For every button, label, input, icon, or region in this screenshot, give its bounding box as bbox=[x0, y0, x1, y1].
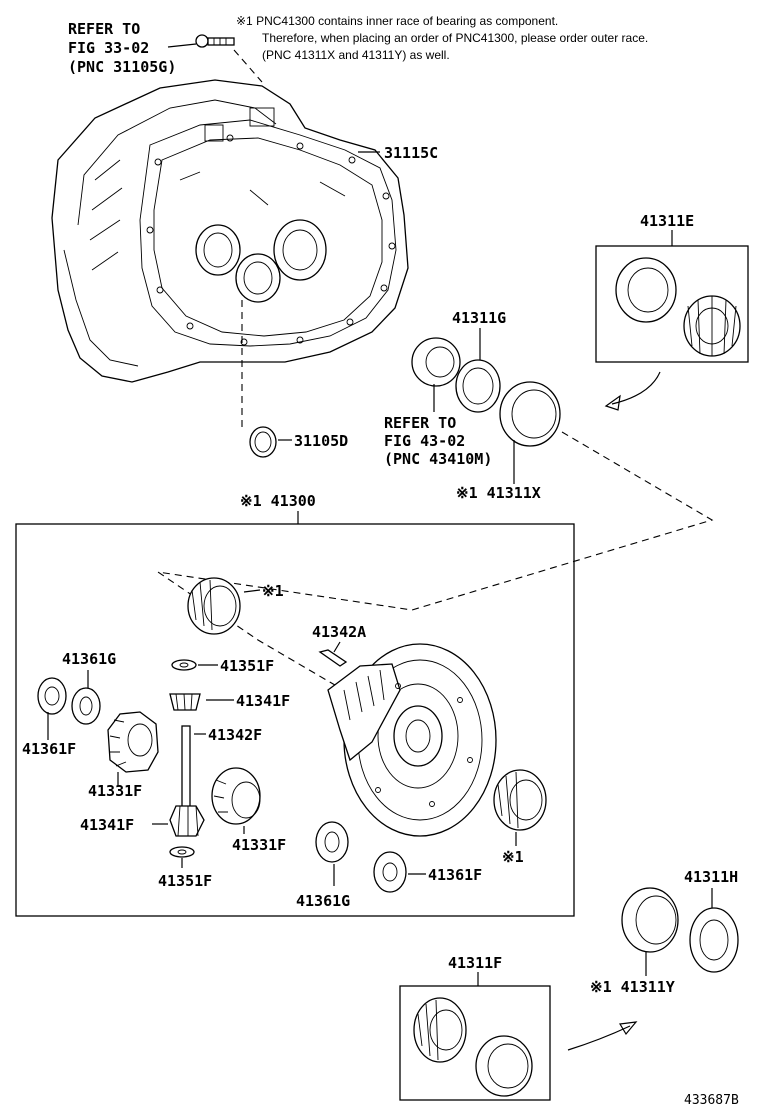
pinion-gear-41341f-bottom[interactable]: 41341F bbox=[80, 805, 205, 837]
label-41331f-right: 41331F bbox=[232, 836, 286, 854]
label-41341f-bottom: 41341F bbox=[80, 816, 134, 834]
side-gear-41331f-right[interactable]: 41331F bbox=[211, 767, 286, 854]
pin-41342a[interactable]: 41342A bbox=[312, 623, 366, 667]
washer-41351f-top[interactable]: 41351F bbox=[171, 657, 274, 675]
transaxle-case-31115c[interactable]: 31115C bbox=[51, 79, 438, 383]
differential-case-ring-gear[interactable] bbox=[327, 643, 497, 837]
assembly-dash-line bbox=[157, 431, 714, 689]
label-41311h: 41311H bbox=[684, 868, 738, 886]
bearing-inner-race-upper[interactable]: ※1 bbox=[187, 577, 284, 635]
label-41311e: 41311E bbox=[640, 212, 694, 230]
ref-43-line-2: FIG 43-02 bbox=[384, 432, 465, 450]
label-41361g-bottom: 41361G bbox=[296, 892, 350, 910]
ref-33-line-3: (PNC 31105G) bbox=[68, 58, 176, 76]
washer-41361g-bottom[interactable]: 41361G bbox=[296, 821, 350, 910]
ref-43-line-1: REFER TO bbox=[384, 414, 456, 432]
bearing-outer-race-41311y[interactable]: ※1 41311Y bbox=[590, 887, 679, 996]
washer-41351f-bottom[interactable]: 41351F bbox=[158, 846, 212, 890]
ref-33-line-1: REFER TO bbox=[68, 20, 140, 38]
arrow-41311f bbox=[567, 1025, 631, 1051]
thrust-washer-41361f-right[interactable]: 41361F bbox=[373, 851, 482, 893]
footnote-line-3: (PNC 41311X and 41311Y) as well. bbox=[262, 48, 450, 62]
bearing-inner-race-lower[interactable]: ※1 bbox=[493, 769, 547, 866]
footnote-line-2: Therefore, when placing an order of PNC4… bbox=[262, 31, 648, 45]
thrust-washer-41361f-left[interactable]: 41361F bbox=[22, 677, 76, 758]
pinion-gear-41341f-top[interactable]: 41341F bbox=[169, 692, 290, 711]
label-41311x: ※1 41311X bbox=[456, 484, 541, 502]
label-41361g-top: 41361G bbox=[62, 650, 116, 668]
mark-lower: ※1 bbox=[502, 848, 524, 866]
label-41311g: 41311G bbox=[452, 309, 506, 327]
mark-upper: ※1 bbox=[262, 582, 284, 600]
label-41311y: ※1 41311Y bbox=[590, 978, 675, 996]
bolt-31105g[interactable] bbox=[195, 34, 263, 83]
side-gear-41331f-left[interactable]: 41331F bbox=[88, 711, 159, 800]
bearing-outer-race-41311x[interactable]: ※1 41311X bbox=[456, 381, 561, 502]
shim-41311h[interactable]: 41311H bbox=[684, 868, 739, 973]
label-41361f-left: 41361F bbox=[22, 740, 76, 758]
oil-seal-41311g[interactable]: 41311G bbox=[411, 309, 506, 413]
label-31105d: 31105D bbox=[294, 432, 348, 450]
label-41351f-bottom: 41351F bbox=[158, 872, 212, 890]
label-41351f-top: 41351F bbox=[220, 657, 274, 675]
footnote-line-1: ※1 PNC41300 contains inner race of beari… bbox=[236, 14, 558, 28]
label-41361f-right: 41361F bbox=[428, 866, 482, 884]
reference-fig-33-02[interactable]: REFER TO FIG 33-02 (PNC 31105G) bbox=[68, 20, 197, 76]
arrow-41311e bbox=[611, 371, 661, 405]
label-31115c: 31115C bbox=[384, 144, 438, 162]
footnote: ※1 PNC41300 contains inner race of beari… bbox=[236, 14, 648, 62]
label-41300: ※1 41300 bbox=[240, 492, 316, 510]
ref-43-line-3: (PNC 43410M) bbox=[384, 450, 492, 468]
label-41311f: 41311F bbox=[448, 954, 502, 972]
reference-fig-43-02[interactable]: REFER TO FIG 43-02 (PNC 43410M) bbox=[384, 414, 492, 468]
bearing-set-41311e[interactable]: 41311E bbox=[595, 212, 749, 363]
label-41342a: 41342A bbox=[312, 623, 366, 641]
ref-33-line-2: FIG 33-02 bbox=[68, 39, 149, 57]
bearing-set-41311f[interactable]: 41311F bbox=[399, 954, 551, 1101]
differential-assembly-41300[interactable]: ※1 41300 bbox=[15, 492, 575, 917]
label-41342f: 41342F bbox=[208, 726, 262, 744]
washer-41361g-left[interactable]: 41361G bbox=[62, 650, 116, 725]
oil-seal-31105d[interactable]: 31105D bbox=[241, 300, 348, 458]
label-41331f-left: 41331F bbox=[88, 782, 142, 800]
label-41341f-top: 41341F bbox=[236, 692, 290, 710]
figure-id: 433687B bbox=[684, 1093, 739, 1108]
